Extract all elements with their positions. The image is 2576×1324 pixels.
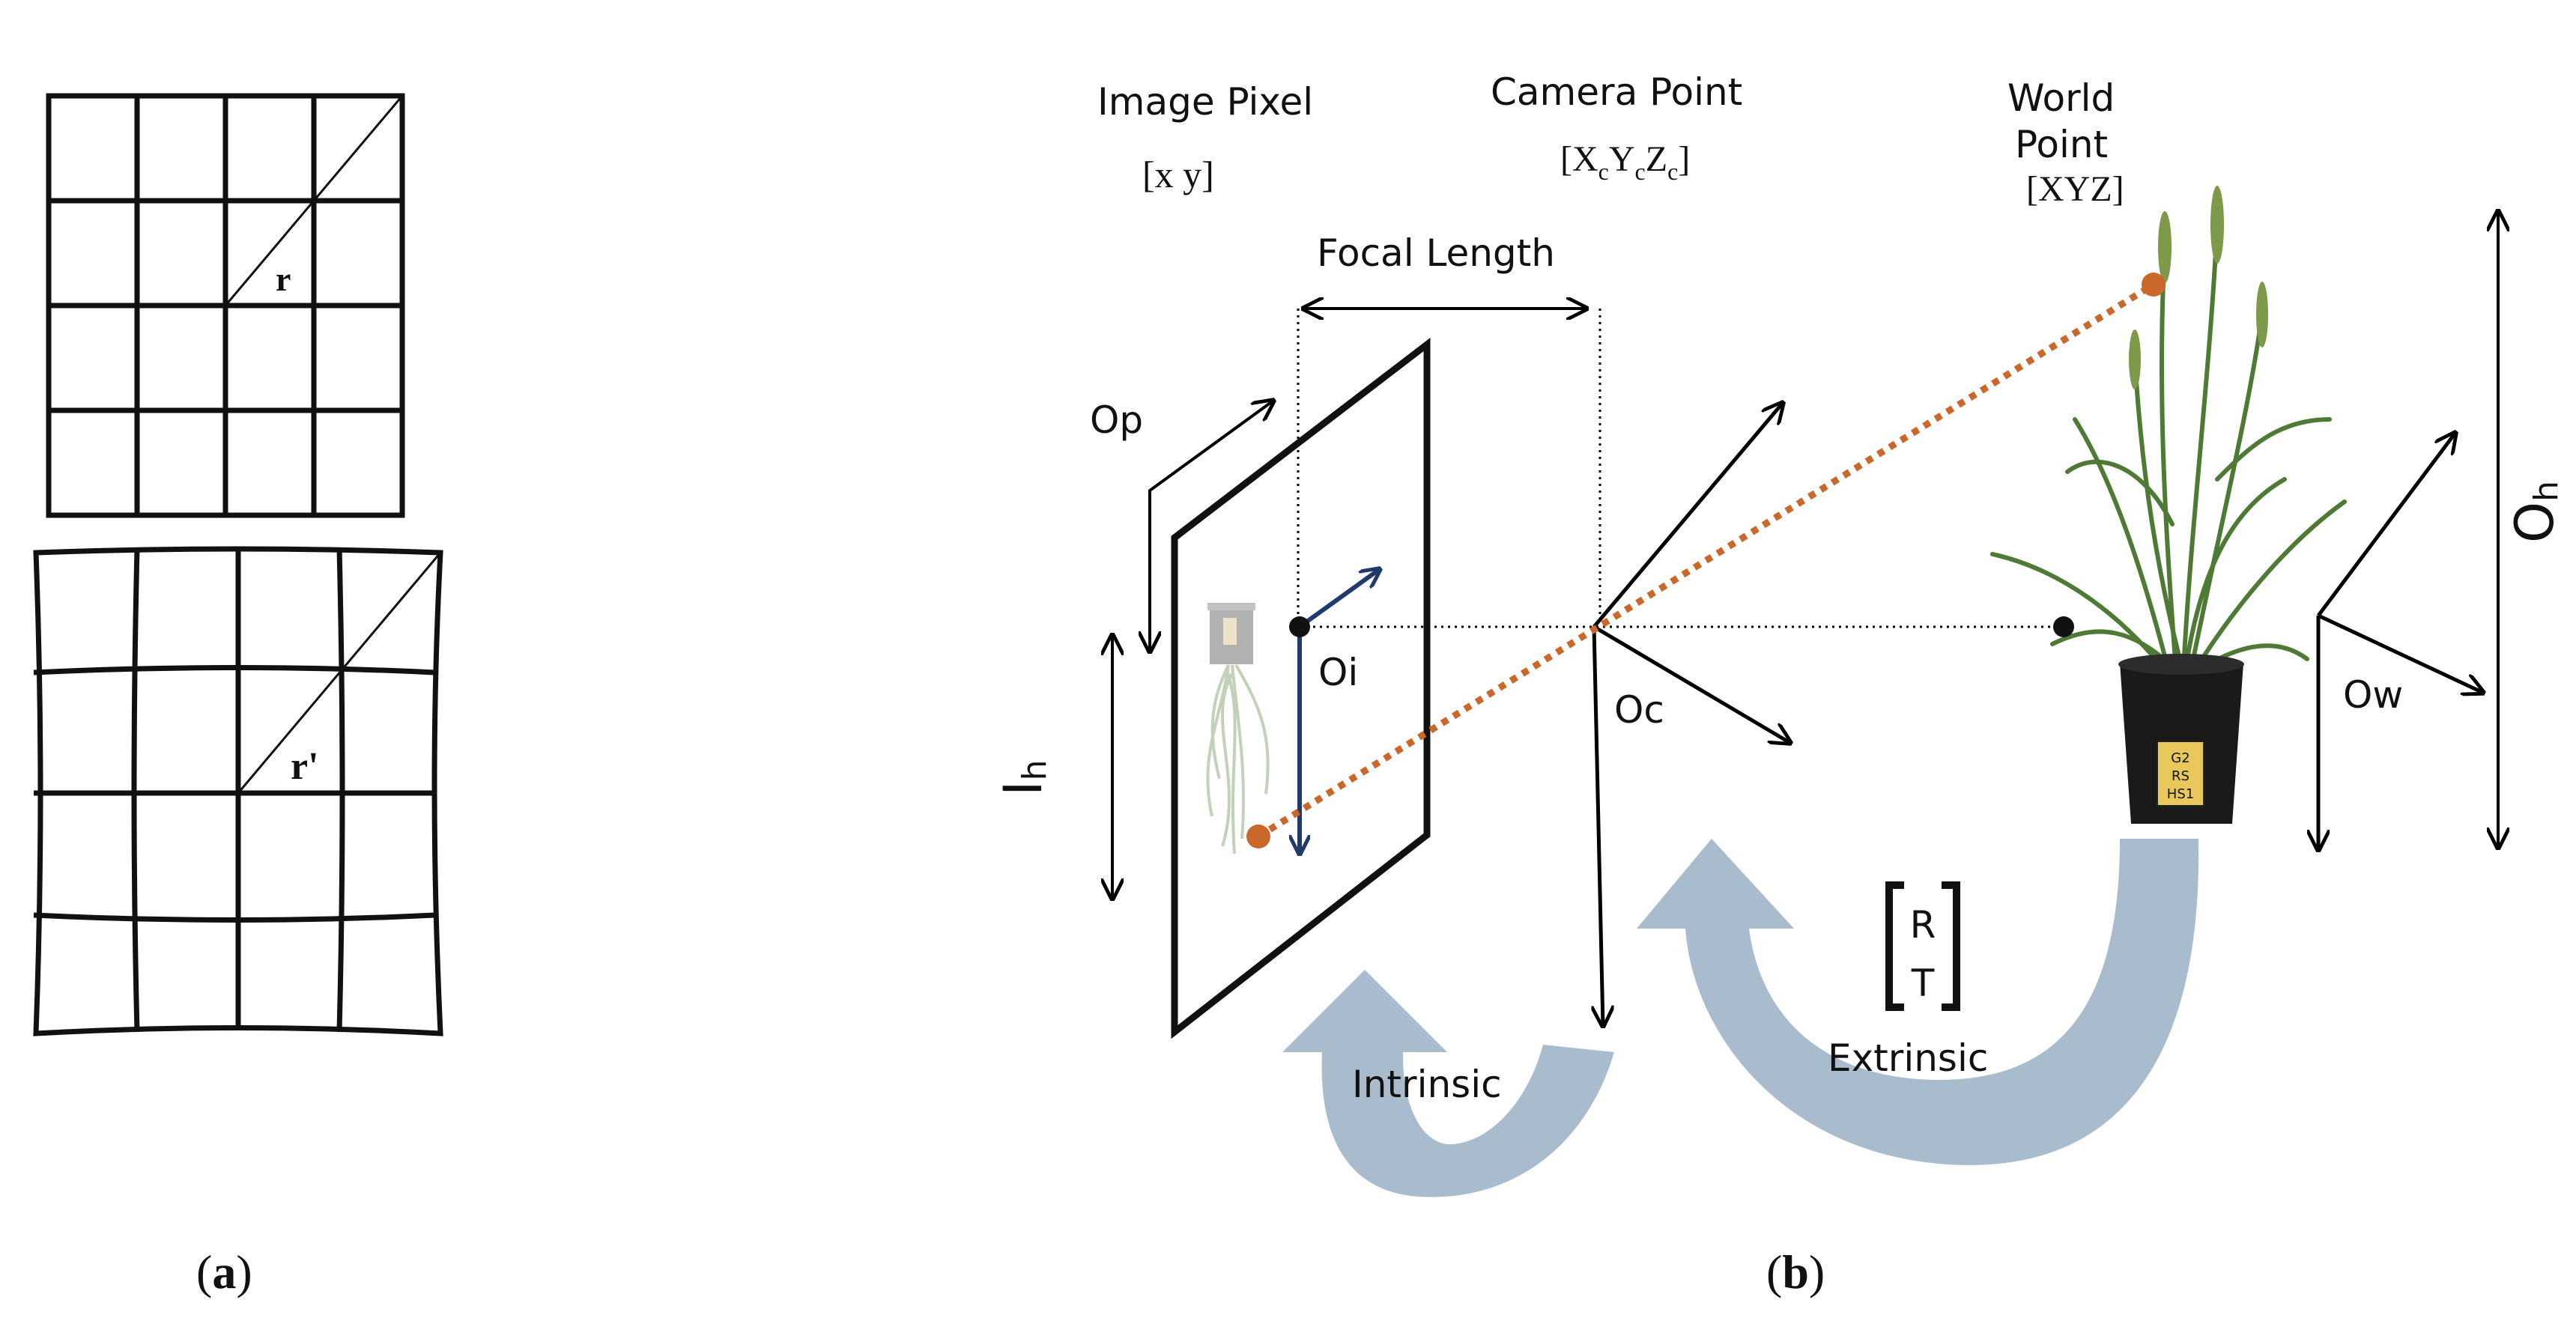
world-point-title-1: World xyxy=(2007,76,2115,120)
panel-b: Image Pixel [x y] Camera Point [XcYcZc] … xyxy=(992,70,2566,1299)
oi-label: Oi xyxy=(1318,651,1358,694)
image-pixel-coords: [x y] xyxy=(1142,154,1214,195)
focal-length-label: Focal Length xyxy=(1317,231,1555,275)
plant-photo: G2 RS HS1 xyxy=(1990,186,2347,824)
oc-axis-3 xyxy=(1594,626,1603,1026)
matrix-r: R xyxy=(1910,903,1936,947)
panel-a-label: (a) xyxy=(196,1245,252,1299)
intrinsic-label: Intrinsic xyxy=(1352,1063,1502,1106)
oh-label: Oh xyxy=(2504,481,2566,543)
pot-label-1: G2 xyxy=(2171,750,2189,766)
ih-label: Ih xyxy=(992,759,1054,796)
camera-point-title: Camera Point xyxy=(1491,70,1742,114)
pot-label-3: HS1 xyxy=(2167,786,2194,802)
rt-matrix: R T xyxy=(1885,881,1960,1011)
radius-label: r xyxy=(276,260,291,298)
extrinsic-label: Extrinsic xyxy=(1828,1036,1988,1080)
undistorted-grid xyxy=(46,93,405,518)
oc-axis-1 xyxy=(1592,403,1783,628)
oc-label: Oc xyxy=(1614,688,1664,732)
inverted-plant-image xyxy=(1206,603,1270,854)
oi-axis-up xyxy=(1298,569,1380,629)
world-point-coords: [XYZ] xyxy=(2026,169,2124,209)
ow-axis-2 xyxy=(2317,613,2483,693)
image-point xyxy=(1246,825,1270,848)
op-label: Op xyxy=(1090,398,1143,442)
image-plane xyxy=(1171,337,1431,1039)
panel-b-label: (b) xyxy=(1766,1245,1825,1299)
pot-label-2: RS xyxy=(2172,768,2189,784)
matrix-t: T xyxy=(1911,962,1935,1005)
panel-a: r r' (a) xyxy=(33,93,443,1299)
camera-point-coords: [XcYcZc] xyxy=(1560,139,1690,185)
world-point-title-2: Point xyxy=(2015,123,2108,166)
ow-axis-1 xyxy=(2317,433,2455,617)
distorted-grid xyxy=(33,546,443,1036)
distorted-radius-label: r' xyxy=(291,745,319,788)
extrinsic-arrow xyxy=(1637,839,2199,1165)
intrinsic-arrow xyxy=(1282,970,1614,1197)
world-axis-point xyxy=(2053,616,2074,637)
oi-point xyxy=(1289,616,1310,637)
image-pixel-title: Image Pixel xyxy=(1097,80,1313,124)
oc-axis-2 xyxy=(1592,625,1790,743)
world-point xyxy=(2142,273,2166,297)
op-axes xyxy=(1150,401,1273,652)
ow-label: Ow xyxy=(2343,673,2403,717)
